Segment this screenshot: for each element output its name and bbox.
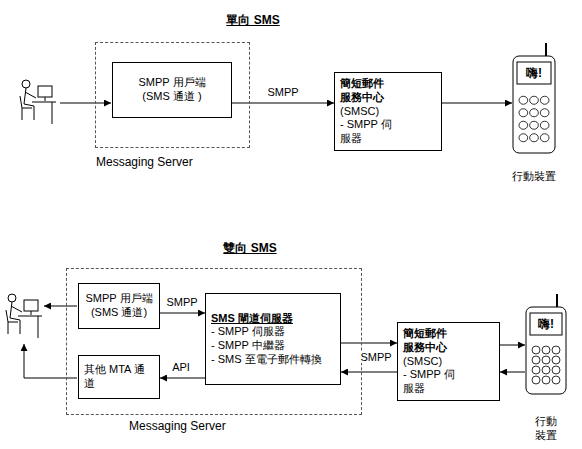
protocol-label: SMPP — [358, 351, 393, 363]
box-title: SMS 閘道伺服器 — [211, 312, 293, 326]
connector-arrow — [232, 103, 334, 104]
user-arrow — [24, 344, 77, 378]
boundary-label: Messaging Server — [96, 155, 193, 170]
connector-arrow — [500, 345, 525, 346]
client-box: SMPP 用戶端 (SMS 通道 ) — [112, 62, 232, 118]
connector-arrow — [160, 378, 205, 379]
server-boundary: Messaging ServerSMPP 用戶端 (SMS 通道 ) — [95, 42, 250, 148]
boundary-label: Messaging Server — [129, 419, 226, 434]
connector-arrow — [341, 372, 397, 373]
screen-text: 嗨! — [525, 317, 567, 332]
box-title: 簡短郵件 服務中心 — [340, 77, 398, 105]
connector-arrow — [341, 343, 397, 344]
mobile-device: 嗨!行動裝置 — [512, 42, 556, 154]
user-figure — [20, 80, 56, 124]
box-text: - SMPP 伺服器 — [403, 368, 461, 396]
connector-arrow — [442, 103, 512, 104]
section-title: 雙向 SMS — [223, 240, 276, 257]
box-text: - SMS 至電子郵件轉換 — [211, 353, 322, 367]
protocol-label: SMPP — [164, 296, 199, 308]
server-boundary: Messaging ServerSMPP 用戶端 (SMS 通道)其他 MTA … — [66, 268, 362, 415]
box-text: (SMSC) — [403, 355, 442, 369]
box-title: SMPP 用戶端 (SMS 通道) — [84, 292, 154, 320]
user-arrow — [60, 103, 111, 104]
box-text: - SMPP 伺服器 — [211, 325, 285, 339]
phone-outline — [525, 293, 567, 395]
smsc-box: 簡短郵件 服務中心(SMSC)- SMPP 伺服器 — [397, 322, 500, 401]
connector-arrow — [500, 372, 525, 373]
phone-outline — [512, 42, 556, 154]
smsc-box: 簡短郵件 服務中心(SMSC)- SMPP 伺服器 — [334, 72, 442, 151]
box-title: 簡短郵件 服務中心 — [403, 327, 461, 355]
client-box: SMPP 用戶端 (SMS 通道) — [78, 283, 160, 329]
connector-arrow — [160, 313, 205, 314]
box-text: (SMSC) — [340, 105, 379, 119]
gateway-box: SMS 閘道伺服器- SMPP 伺服器- SMPP 中繼器- SMS 至電子郵件… — [205, 293, 341, 385]
channel-box: 其他 MTA 通道 — [78, 355, 160, 399]
protocol-label: API — [170, 361, 192, 373]
screen-text: 嗨! — [512, 66, 556, 81]
mobile-device: 嗨!行動 裝置 — [525, 293, 567, 395]
box-title: 其他 MTA 通道 — [84, 363, 146, 391]
user-arrow — [44, 306, 77, 307]
box-text: - SMPP 伺服器 — [340, 118, 398, 146]
device-label: 行動裝置 — [502, 170, 566, 184]
section-title: 單向 SMS — [226, 12, 279, 29]
box-text: - SMPP 中繼器 — [211, 339, 285, 353]
box-title: SMPP 用戶端 (SMS 通道 ) — [131, 76, 213, 104]
user-figure — [6, 294, 42, 338]
device-label: 行動 裝置 — [531, 415, 561, 443]
protocol-label: SMPP — [265, 86, 300, 98]
